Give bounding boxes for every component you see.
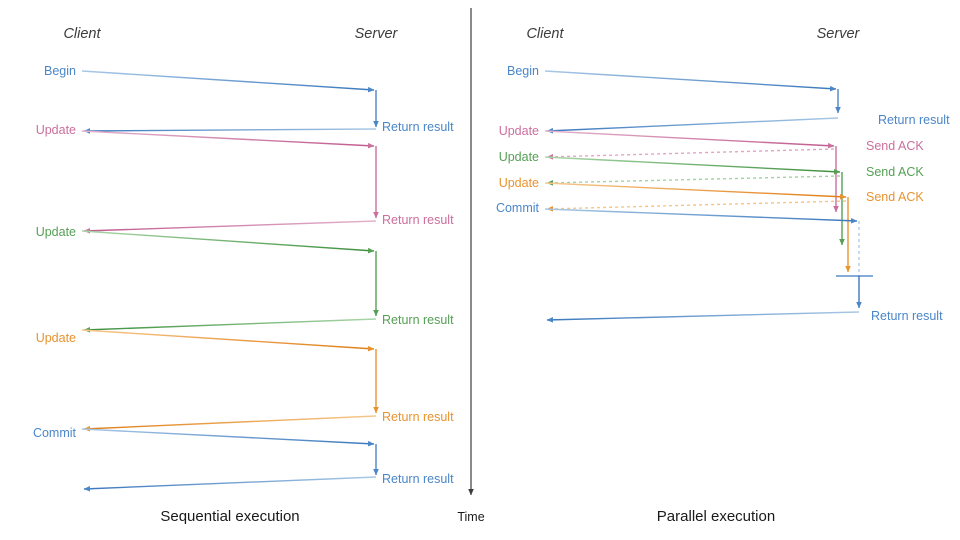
left-server-label-5: Return result xyxy=(382,472,454,486)
response-arrow-1 xyxy=(546,117,839,134)
request-arrow-update-3 xyxy=(81,329,375,352)
right-client-label-5: Commit xyxy=(496,201,540,215)
left-client-label-1: Begin xyxy=(44,64,76,78)
right-server-label-3: Send ACK xyxy=(866,165,924,179)
left-panel: Client Server xyxy=(33,26,454,525)
left-client-header: Client xyxy=(63,26,101,42)
left-server-label-1: Return result xyxy=(382,120,454,134)
right-client-label-4: Update xyxy=(499,176,539,190)
ack-arrow-green xyxy=(546,175,841,186)
ack-arrow-pink xyxy=(546,148,835,160)
right-server-header: Server xyxy=(817,26,861,42)
left-client-label-5: Commit xyxy=(33,426,77,440)
left-panel-caption: Sequential execution xyxy=(160,508,299,525)
left-server-label-4: Return result xyxy=(382,410,454,424)
right-interaction-2 xyxy=(544,130,839,213)
right-server-label-1: Return result xyxy=(878,113,950,127)
response-arrow-5 xyxy=(546,311,860,323)
left-server-label-3: Return result xyxy=(382,313,454,327)
request-arrow-update-3 xyxy=(544,182,847,200)
response-arrow-5 xyxy=(83,476,377,492)
request-arrow-begin xyxy=(544,70,837,92)
left-interaction-2 xyxy=(81,130,379,234)
left-client-label-2: Update xyxy=(36,123,76,137)
left-interaction-3 xyxy=(81,230,379,333)
response-arrow-2 xyxy=(83,220,377,234)
right-server-label-5: Return result xyxy=(871,309,943,323)
right-client-header: Client xyxy=(526,26,564,42)
left-interaction-1 xyxy=(81,70,379,134)
right-interaction-1 xyxy=(544,70,841,134)
left-interaction-4 xyxy=(81,329,379,432)
request-arrow-commit xyxy=(81,428,375,447)
request-arrow-begin xyxy=(81,70,375,93)
left-client-label-4: Update xyxy=(36,331,76,345)
request-arrow-update-1 xyxy=(81,130,375,149)
right-client-label-2: Update xyxy=(499,124,539,138)
request-arrow-update-2 xyxy=(81,230,375,254)
response-arrow-3 xyxy=(83,318,377,333)
right-server-label-4: Send ACK xyxy=(866,190,924,204)
request-arrow-commit xyxy=(544,208,858,224)
request-arrow-update-2 xyxy=(544,156,841,175)
right-client-label-1: Begin xyxy=(507,64,539,78)
response-arrow-1 xyxy=(83,128,377,134)
right-client-label-3: Update xyxy=(499,150,539,164)
left-server-label-2: Return result xyxy=(382,213,454,227)
right-interaction-3 xyxy=(544,156,845,246)
ack-arrow-orange xyxy=(546,200,847,212)
left-client-label-3: Update xyxy=(36,225,76,239)
time-axis-label: Time xyxy=(457,510,484,524)
response-arrow-4 xyxy=(83,415,377,432)
request-arrow-update-1 xyxy=(544,130,835,149)
right-interaction-5 xyxy=(544,208,873,323)
right-panel: Client Server xyxy=(496,26,950,525)
left-server-header: Server xyxy=(355,26,399,42)
right-interaction-4 xyxy=(544,182,851,273)
left-interaction-5 xyxy=(81,428,379,492)
right-panel-caption: Parallel execution xyxy=(657,508,775,525)
right-server-label-2: Send ACK xyxy=(866,139,924,153)
